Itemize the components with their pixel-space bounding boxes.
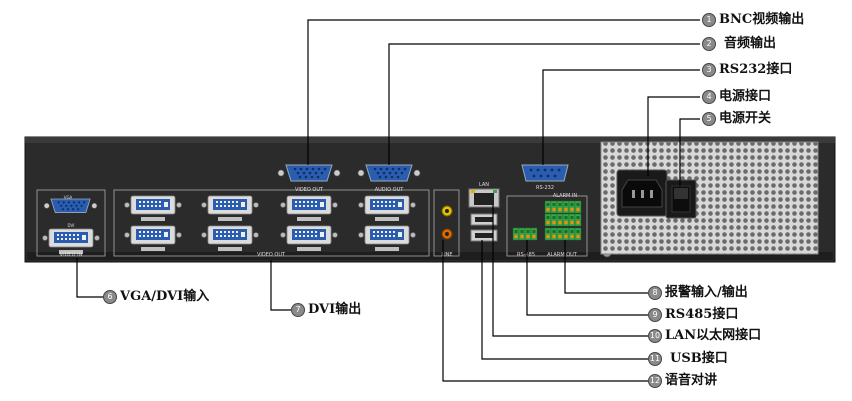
callout-label-rs232: RS232接口 xyxy=(719,62,793,77)
alarm-out-label: ALARM OUT xyxy=(547,252,578,258)
callout-badge-1: 1 xyxy=(702,13,716,27)
callout-label-rs485: RS485接口 xyxy=(665,307,739,322)
alarm-frame xyxy=(506,195,588,257)
rs485-label: RS-485 xyxy=(517,252,535,258)
vga-label: VGA xyxy=(64,195,73,200)
callout-label-vga-dvi-in: VGA/DVI输入 xyxy=(120,289,210,304)
video-out-label: VIDEO OUT xyxy=(295,187,324,193)
callout-label-bnc-video-out: BNC视频输出 xyxy=(719,12,805,27)
callout-badge-10: 10 xyxy=(648,329,662,343)
callout-label-power-switch: 电源开关 xyxy=(719,111,772,126)
callout-label-usb: USB接口 xyxy=(670,351,728,366)
alarm-in-label: ALARM IN xyxy=(553,193,578,199)
leader-lines xyxy=(76,19,700,382)
callout-badge-7: 7 xyxy=(291,303,305,317)
callout-badge-5: 5 xyxy=(702,112,716,126)
callout-badge-2: 2 xyxy=(702,37,716,51)
callout-label-dvi-out: DVI输出 xyxy=(308,302,362,317)
callout-label-lan: LAN以太网接口 xyxy=(665,328,762,343)
callout-badge-9: 9 xyxy=(648,308,662,322)
callout-badge-11: 11 xyxy=(648,352,662,366)
video-in-frame xyxy=(36,189,106,257)
line-label: LINE xyxy=(441,252,452,258)
lan-label: LAN xyxy=(479,182,489,188)
dvi-in-label: DVI xyxy=(68,223,75,228)
callout-label-power-inlet: 电源接口 xyxy=(719,89,772,104)
alarm-out-terminals xyxy=(544,227,582,241)
callout-badge-12: 12 xyxy=(648,374,662,388)
callout-label-audio-out: 音频输出 xyxy=(724,36,777,51)
video-in-label: VIDEO IN xyxy=(60,252,83,258)
callout-label-alarm-io: 报警输入/输出 xyxy=(665,285,748,300)
rs232-port xyxy=(521,164,569,182)
callout-badge-3: 3 xyxy=(702,63,716,77)
rs485-terminals xyxy=(512,227,538,241)
video-out-frame xyxy=(113,189,430,257)
callout-badge-4: 4 xyxy=(702,90,716,104)
callout-label-voice-intercom: 语音对讲 xyxy=(665,373,718,388)
video-out-section-label: VIDEO OUT xyxy=(257,252,286,258)
callout-badge-6: 6 xyxy=(103,290,117,304)
callout-badge-8: 8 xyxy=(648,286,662,300)
audio-out-label: AUDIO OUT xyxy=(375,187,405,193)
rs232-label: RS-232 xyxy=(536,185,554,191)
line-frame xyxy=(433,189,460,257)
